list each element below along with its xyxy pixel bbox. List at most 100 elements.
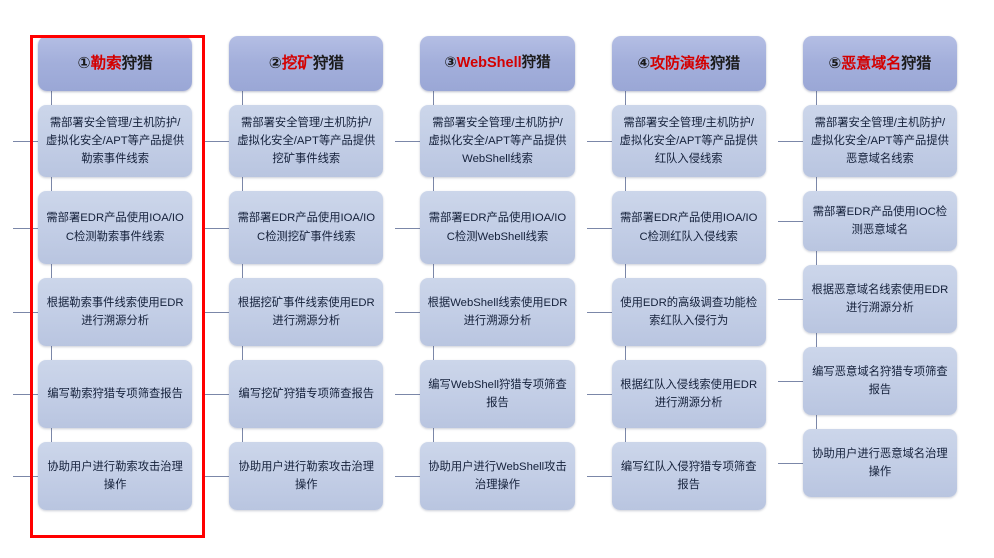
flow-step-text: 编写WebShell狩猎专项筛查报告 bbox=[428, 378, 567, 409]
column-header-3[interactable]: ③WebShell狩猎 bbox=[420, 36, 575, 91]
flow-step-box[interactable]: 根据恶意域名线索使用EDR进行溯源分析 bbox=[802, 265, 958, 333]
column-header-5[interactable]: ⑤恶意域名狩猎 bbox=[802, 36, 958, 91]
column-keyword-suffix: 狩猎 bbox=[121, 54, 153, 72]
connector-branch bbox=[586, 227, 612, 229]
column-1: ①勒索狩猎需部署安全管理/主机防护/虚拟化安全/APT等产品提供勒索事件线索需部… bbox=[13, 0, 193, 558]
flow-step-text: 需部署EDR产品使用IOA/IOC检测挖矿事件线索 bbox=[237, 212, 376, 243]
flow-step-box[interactable]: 协助用户进行勒索攻击治理操作 bbox=[38, 442, 193, 510]
column-keyword: WebShell bbox=[456, 55, 522, 72]
flow-step: 根据勒索事件线索使用EDR进行溯源分析 bbox=[13, 278, 193, 346]
flow-step-box[interactable]: 需部署安全管理/主机防护/虚拟化安全/APT等产品提供挖矿事件线索 bbox=[229, 105, 384, 177]
flow-step-box[interactable]: 根据挖矿事件线索使用EDR进行溯源分析 bbox=[229, 278, 384, 346]
flow-step-box[interactable]: 编写红队入侵狩猎专项筛查报告 bbox=[611, 442, 766, 510]
flow-step-box[interactable]: 需部署EDR产品使用IOA/IOC检测勒索事件线索 bbox=[38, 191, 193, 264]
flow-step-box[interactable]: 编写挖矿狩猎专项筛查报告 bbox=[229, 360, 384, 428]
flow-step-box[interactable]: 根据红队入侵线索使用EDR进行溯源分析 bbox=[611, 360, 766, 428]
flow-step-box[interactable]: 根据勒索事件线索使用EDR进行溯源分析 bbox=[38, 278, 193, 346]
column-5: ⑤恶意域名狩猎需部署安全管理/主机防护/虚拟化安全/APT等产品提供恶意域名线索… bbox=[777, 0, 958, 558]
flow-step-text: 根据WebShell线索使用EDR进行溯源分析 bbox=[427, 296, 568, 327]
flow-step-text: 需部署安全管理/主机防护/虚拟化安全/APT等产品提供勒索事件线索 bbox=[46, 116, 185, 166]
column-keyword-suffix: 狩猎 bbox=[710, 55, 741, 72]
column-header-label: ⑤恶意域名狩猎 bbox=[829, 56, 932, 71]
column-index-glyph: ③ bbox=[444, 55, 457, 72]
column-header-label: ④攻防演练狩猎 bbox=[637, 56, 740, 71]
column-index-glyph: ⑤ bbox=[828, 55, 842, 72]
flow-step-box[interactable]: 根据WebShell线索使用EDR进行溯源分析 bbox=[420, 278, 575, 346]
flow-step: 根据恶意域名线索使用EDR进行溯源分析 bbox=[777, 265, 958, 333]
flow-step: 需部署安全管理/主机防护/虚拟化安全/APT等产品提供恶意域名线索 bbox=[777, 105, 958, 177]
connector-branch bbox=[395, 227, 421, 229]
column-header-label: ③WebShell狩猎 bbox=[444, 56, 550, 71]
column-index-glyph: ② bbox=[268, 54, 282, 72]
flow-step-box[interactable]: 编写勒索狩猎专项筛查报告 bbox=[38, 360, 193, 428]
column-items: 需部署安全管理/主机防护/虚拟化安全/APT等产品提供挖矿事件线索需部署EDR产… bbox=[204, 105, 384, 510]
connector-branch bbox=[777, 381, 803, 382]
column-2: ②挖矿狩猎需部署安全管理/主机防护/虚拟化安全/APT等产品提供挖矿事件线索需部… bbox=[204, 0, 384, 558]
flow-step-box[interactable]: 使用EDR的高级调查功能检索红队入侵行为 bbox=[611, 278, 766, 346]
flow-step-text: 需部署EDR产品使用IOC检测恶意域名 bbox=[812, 205, 948, 236]
flow-step-text: 编写红队入侵狩猎专项筛查报告 bbox=[620, 460, 757, 491]
connector-branch bbox=[204, 312, 230, 313]
flow-step: 使用EDR的高级调查功能检索红队入侵行为 bbox=[586, 278, 766, 346]
flow-step-box[interactable]: 编写恶意域名狩猎专项筛查报告 bbox=[802, 347, 958, 415]
connector-branch bbox=[204, 394, 230, 395]
connector-branch bbox=[586, 141, 612, 142]
flow-step: 需部署安全管理/主机防护/虚拟化安全/APT等产品提供红队入侵线索 bbox=[586, 105, 766, 177]
column-header-4[interactable]: ④攻防演练狩猎 bbox=[611, 36, 766, 91]
flow-step-box[interactable]: 需部署EDR产品使用IOA/IOC检测红队入侵线索 bbox=[611, 191, 766, 264]
flow-step: 协助用户进行WebShell攻击治理操作 bbox=[395, 442, 575, 510]
flow-step: 根据挖矿事件线索使用EDR进行溯源分析 bbox=[204, 278, 384, 346]
flow-step-box[interactable]: 需部署安全管理/主机防护/虚拟化安全/APT等产品提供红队入侵线索 bbox=[611, 105, 766, 177]
column-keyword-suffix: 狩猎 bbox=[521, 55, 551, 72]
flow-step-text: 协助用户进行勒索攻击治理操作 bbox=[238, 460, 375, 491]
flow-step-box[interactable]: 协助用户进行WebShell攻击治理操作 bbox=[420, 442, 575, 510]
connector-branch bbox=[586, 476, 612, 477]
flow-step: 协助用户进行恶意域名治理操作 bbox=[777, 429, 958, 497]
column-keyword-suffix: 狩猎 bbox=[901, 55, 932, 72]
connector-branch bbox=[777, 141, 803, 142]
flow-step: 需部署EDR产品使用IOA/IOC检测挖矿事件线索 bbox=[204, 191, 384, 264]
column-header-2[interactable]: ②挖矿狩猎 bbox=[229, 36, 384, 91]
flow-step-text: 根据恶意域名线索使用EDR进行溯源分析 bbox=[811, 283, 949, 314]
column-header-label: ①勒索狩猎 bbox=[78, 56, 153, 72]
flow-step-text: 需部署安全管理/主机防护/虚拟化安全/APT等产品提供红队入侵线索 bbox=[619, 116, 758, 166]
flow-step-text: 编写挖矿狩猎专项筛查报告 bbox=[238, 387, 375, 400]
connector-branch bbox=[777, 463, 803, 464]
flow-step-box[interactable]: 需部署安全管理/主机防护/虚拟化安全/APT等产品提供勒索事件线索 bbox=[38, 105, 193, 177]
connector-branch bbox=[13, 476, 38, 477]
flow-step-box[interactable]: 需部署EDR产品使用IOA/IOC检测WebShell线索 bbox=[420, 191, 575, 264]
flow-step-box[interactable]: 协助用户进行恶意域名治理操作 bbox=[802, 429, 958, 497]
flow-step: 编写WebShell狩猎专项筛查报告 bbox=[395, 360, 575, 428]
flow-step: 编写红队入侵狩猎专项筛查报告 bbox=[586, 442, 766, 510]
flow-step-box[interactable]: 需部署EDR产品使用IOA/IOC检测挖矿事件线索 bbox=[229, 191, 384, 264]
flow-step: 需部署安全管理/主机防护/虚拟化安全/APT等产品提供挖矿事件线索 bbox=[204, 105, 384, 177]
flow-step-text: 根据挖矿事件线索使用EDR进行溯源分析 bbox=[237, 296, 375, 327]
column-3: ③WebShell狩猎需部署安全管理/主机防护/虚拟化安全/APT等产品提供We… bbox=[395, 0, 575, 558]
flow-step: 需部署EDR产品使用IOA/IOC检测WebShell线索 bbox=[395, 191, 575, 264]
flow-step-text: 根据红队入侵线索使用EDR进行溯源分析 bbox=[620, 378, 758, 409]
connector-branch bbox=[13, 312, 38, 313]
column-header-1[interactable]: ①勒索狩猎 bbox=[38, 36, 193, 91]
flow-step: 需部署EDR产品使用IOA/IOC检测勒索事件线索 bbox=[13, 191, 193, 264]
flow-step-text: 需部署EDR产品使用IOA/IOC检测WebShell线索 bbox=[428, 212, 567, 243]
flow-step: 需部署安全管理/主机防护/虚拟化安全/APT等产品提供WebShell线索 bbox=[395, 105, 575, 177]
flow-step-text: 编写勒索狩猎专项筛查报告 bbox=[47, 387, 183, 400]
connector-branch bbox=[13, 227, 38, 229]
flow-step-box[interactable]: 需部署安全管理/主机防护/虚拟化安全/APT等产品提供恶意域名线索 bbox=[802, 105, 958, 177]
connector-branch bbox=[204, 141, 230, 142]
flow-step-box[interactable]: 需部署EDR产品使用IOC检测恶意域名 bbox=[802, 191, 958, 251]
flow-step-text: 协助用户进行WebShell攻击治理操作 bbox=[428, 460, 567, 491]
flow-step: 需部署EDR产品使用IOC检测恶意域名 bbox=[777, 191, 958, 251]
flow-step-box[interactable]: 需部署安全管理/主机防护/虚拟化安全/APT等产品提供WebShell线索 bbox=[420, 105, 575, 177]
column-keyword: 勒索 bbox=[90, 54, 122, 72]
flow-step-box[interactable]: 协助用户进行勒索攻击治理操作 bbox=[229, 442, 384, 510]
connector-branch bbox=[204, 476, 230, 477]
connector-branch bbox=[777, 299, 803, 300]
flow-step: 根据WebShell线索使用EDR进行溯源分析 bbox=[395, 278, 575, 346]
flow-step-box[interactable]: 编写WebShell狩猎专项筛查报告 bbox=[420, 360, 575, 428]
column-4: ④攻防演练狩猎需部署安全管理/主机防护/虚拟化安全/APT等产品提供红队入侵线索… bbox=[586, 0, 766, 558]
connector-branch bbox=[395, 394, 421, 395]
column-keyword: 攻防演练 bbox=[650, 55, 711, 72]
flow-step-text: 编写恶意域名狩猎专项筛查报告 bbox=[812, 365, 948, 396]
